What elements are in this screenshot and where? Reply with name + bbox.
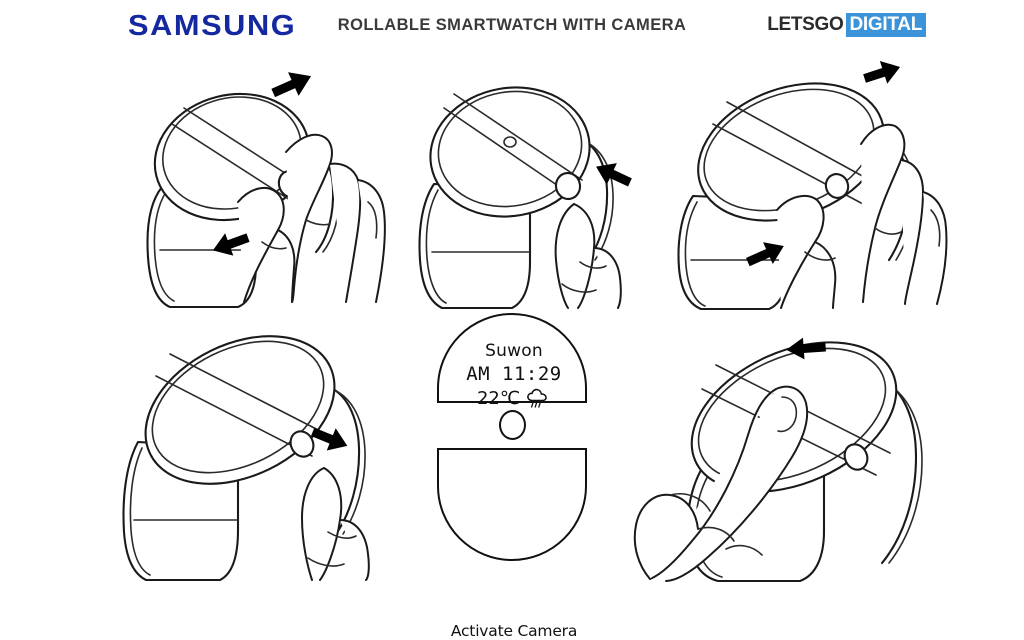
letsgodigital-logo: LETSGO DIGITAL bbox=[767, 13, 926, 37]
arrow-right-icon bbox=[310, 427, 348, 451]
figure-panel-press-side-button-expanded bbox=[112, 322, 412, 582]
arrow-left-icon bbox=[596, 163, 632, 187]
watch-face-expanded-display: Suwon AM 11:29 22℃ Activate Camera bbox=[437, 313, 587, 640]
watch-face-time: AM 11:29 bbox=[466, 363, 562, 385]
watch-face-weather-row: 22℃ bbox=[439, 387, 589, 411]
arrow-right-icon bbox=[746, 242, 784, 267]
watch-face-upper-screen[interactable]: Suwon AM 11:29 22℃ bbox=[437, 313, 587, 409]
watch-face-info-group: Suwon AM 11:29 22℃ bbox=[439, 341, 589, 411]
activate-camera-button-label[interactable]: Activate Camera bbox=[450, 622, 578, 640]
figure-panel-two-finger-pull-unroll bbox=[665, 52, 965, 311]
letsgodigital-logo-digital: DIGITAL bbox=[845, 13, 926, 37]
arrow-up-right-icon bbox=[271, 72, 312, 98]
page-header: SAMSUNG ROLLABLE SMARTWATCH WITH CAMERA … bbox=[0, 0, 1024, 50]
watch-face-temperature: 22℃ bbox=[476, 388, 521, 409]
page-title: ROLLABLE SMARTWATCH WITH CAMERA bbox=[337, 16, 687, 34]
camera-lens-icon bbox=[499, 410, 526, 440]
arrow-up-right-icon bbox=[863, 60, 901, 84]
arrow-left-icon bbox=[212, 233, 250, 256]
letsgodigital-logo-letsgo: LETSGO bbox=[767, 14, 844, 35]
watch-face-city: Suwon bbox=[485, 341, 543, 361]
watch-face-lower-screen[interactable]: Activate Camera bbox=[437, 448, 587, 640]
rain-cloud-icon bbox=[527, 388, 547, 408]
samsung-brand-logo: SAMSUNG bbox=[128, 10, 297, 42]
arrow-left-icon bbox=[786, 337, 826, 360]
figure-panel-two-finger-grip-rolled-closed bbox=[110, 52, 400, 309]
figure-panel-swipe-on-expanded-display bbox=[630, 325, 960, 583]
figure-panel-press-side-button bbox=[392, 52, 682, 310]
